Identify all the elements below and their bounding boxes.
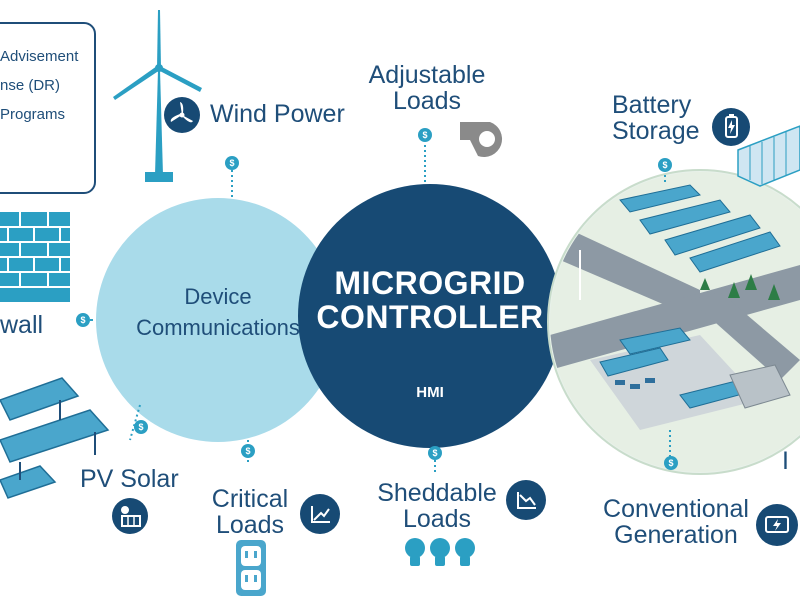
- conventional-generation-line-1: Conventional: [603, 495, 749, 523]
- microgrid-controller-title: MICROGRID CONTROLLER: [310, 266, 550, 334]
- pv-icon-badge: [112, 498, 148, 534]
- dial-icon: [460, 122, 503, 158]
- program-line-2: nse (DR): [0, 77, 61, 94]
- dollar-dot: $: [241, 444, 255, 458]
- dollar-dot: $: [664, 456, 678, 470]
- firewall-label: wall: [0, 311, 44, 339]
- microgrid-site-circle: [547, 169, 800, 475]
- graph-icon: [311, 506, 330, 523]
- right-edge-label: I: [782, 447, 789, 475]
- outlet-icon: [236, 540, 266, 596]
- battery-icon-badge: [712, 108, 750, 146]
- adjustable-loads-label: Adjustable Loads: [362, 62, 492, 115]
- device-title-line-2: Communications: [136, 315, 300, 340]
- battery-storage-line-1: Battery: [612, 91, 692, 119]
- sheddable-loads-label: Sheddable Loads: [372, 480, 502, 533]
- battery-storage-label: Battery Storage: [612, 92, 700, 145]
- adjustable-loads-line-2: Loads: [392, 87, 462, 116]
- program-line-3: Programs: [0, 106, 66, 123]
- solar-panel-icon: [121, 506, 141, 527]
- controller-title-line-2: CONTROLLER: [316, 299, 544, 335]
- pv-solar-label: PV Solar: [80, 465, 179, 493]
- critical-icon-badge: [300, 494, 340, 534]
- sheddable-loads-line-2: Loads: [402, 505, 472, 534]
- hmi-label: HMI: [416, 384, 444, 401]
- critical-loads-label: Critical Loads: [208, 486, 292, 539]
- battery-icon: [725, 114, 738, 138]
- battery-storage-line-2: Storage: [612, 117, 700, 146]
- dollar-dot: $: [658, 158, 672, 172]
- sheddable-icon-badge: [506, 480, 546, 520]
- program-box: Advisement nse (DR) Programs: [0, 22, 96, 194]
- light-bulb-icon: [405, 538, 475, 566]
- dollar-dot: $: [428, 446, 442, 460]
- microgrid-controller-circle: [298, 184, 562, 448]
- graph-icon: [517, 492, 536, 509]
- critical-loads-line-2: Loads: [215, 511, 285, 540]
- device-communications-title: Device Communications: [100, 281, 336, 343]
- wind-power-label: Wind Power: [210, 100, 345, 128]
- conventional-generation-label: Conventional Generation: [600, 496, 752, 549]
- dollar-dot: $: [134, 420, 148, 434]
- dollar-dot: $: [76, 313, 90, 327]
- device-title-line-1: Device: [184, 284, 252, 309]
- sheddable-loads-line-1: Sheddable: [377, 479, 497, 507]
- wind-icon-badge: [164, 97, 200, 133]
- device-communications-circle: [96, 198, 340, 442]
- generation-icon-badge: [756, 504, 798, 546]
- battery-storage-containers: [737, 125, 800, 187]
- wind-turbine-icon: [170, 102, 193, 123]
- brick-wall-icon: [0, 212, 70, 302]
- dollar-dot: $: [418, 128, 432, 142]
- adjustable-loads-line-1: Adjustable: [368, 61, 486, 89]
- wind-turbine-icon: [113, 10, 202, 182]
- controller-title-line-1: MICROGRID: [334, 265, 526, 301]
- critical-loads-line-1: Critical: [211, 485, 289, 513]
- generator-icon: [765, 516, 789, 533]
- program-line-1: Advisement: [0, 48, 79, 65]
- dollar-dot: $: [225, 156, 239, 170]
- conventional-generation-line-2: Generation: [614, 521, 738, 550]
- solar-panel-icon: [0, 377, 110, 499]
